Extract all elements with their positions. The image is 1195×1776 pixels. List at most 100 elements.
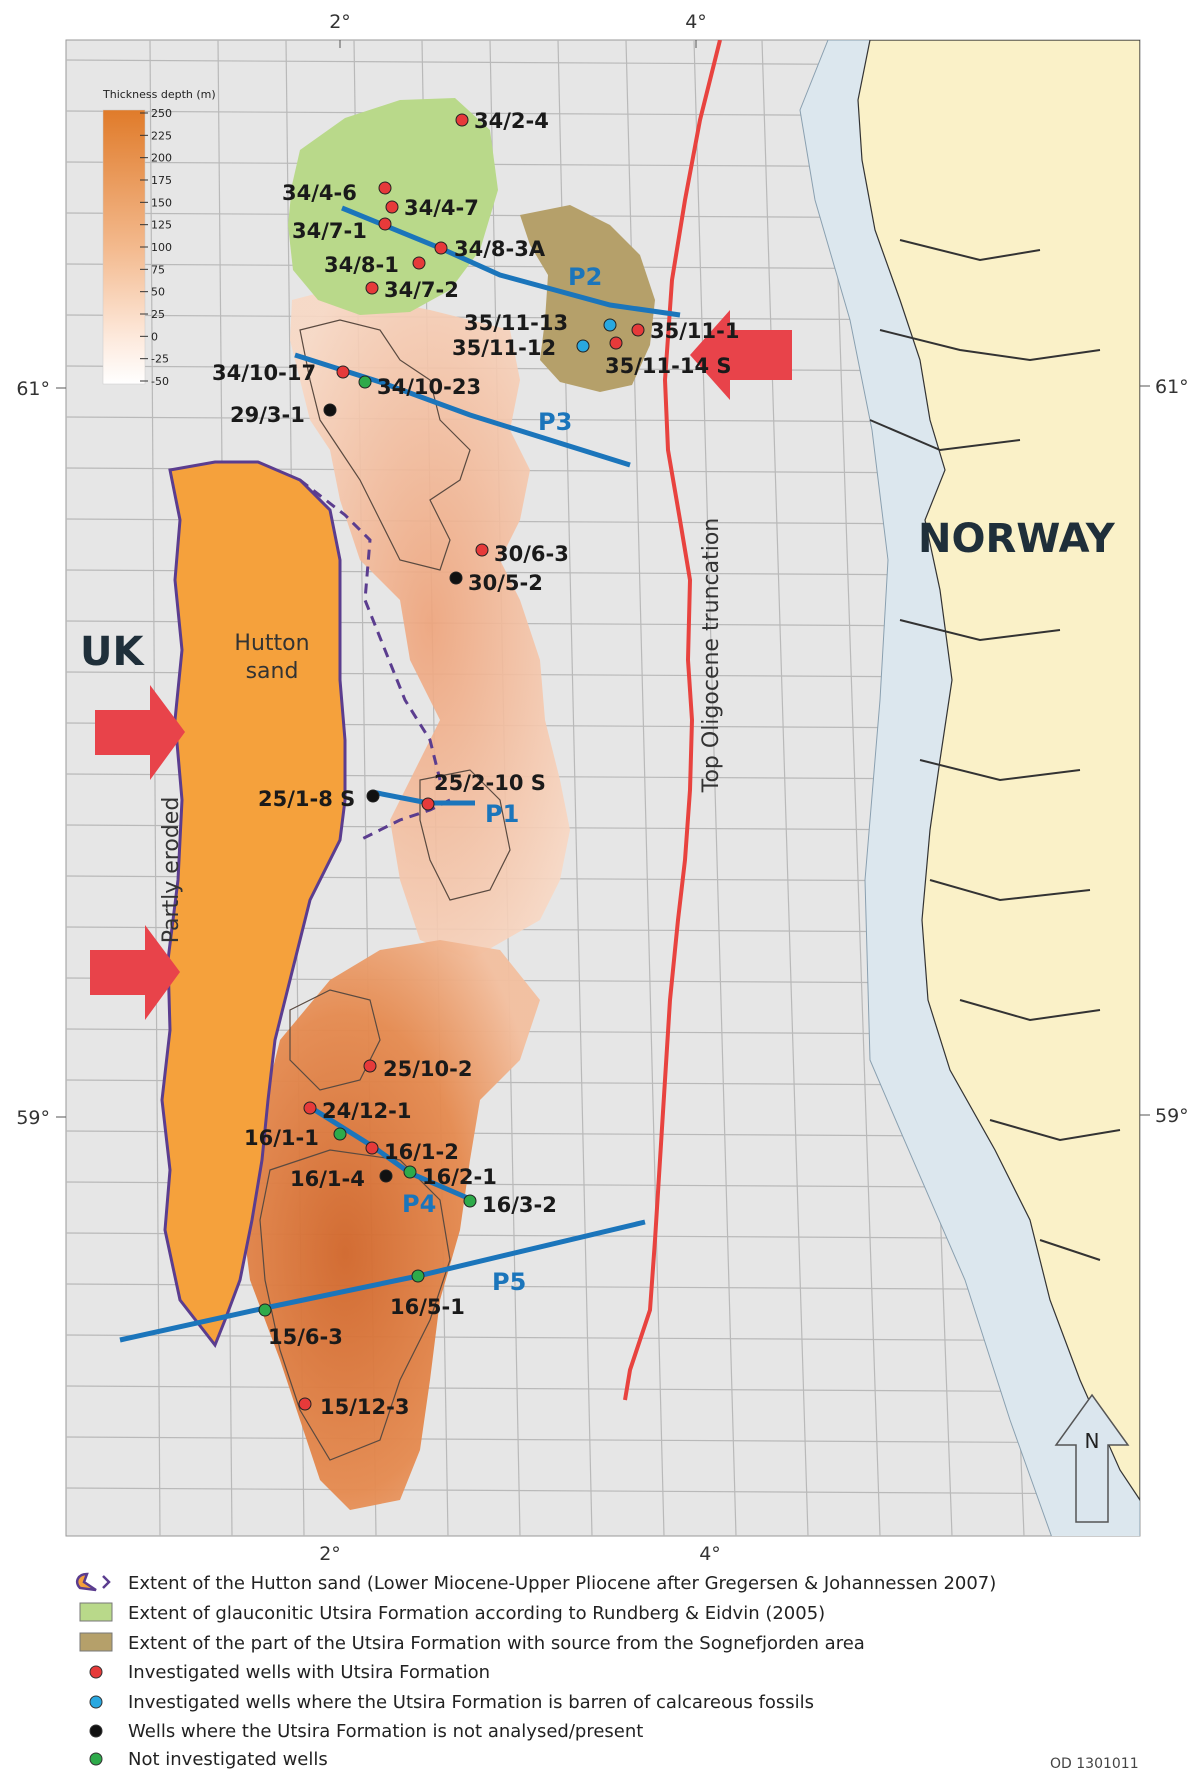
legend-text-glauconitic: Extent of glauconitic Utsira Formation a… xyxy=(128,1603,825,1624)
profile-label-p5: P5 xyxy=(492,1268,526,1296)
well-marker xyxy=(631,323,645,337)
well-label: 30/5-2 xyxy=(468,571,543,595)
profile-label-p4: P4 xyxy=(402,1190,436,1218)
legend-item-glauconitic: Extent of glauconitic Utsira Formation a… xyxy=(79,1602,825,1624)
arrow-from-uk-upper xyxy=(95,685,185,780)
colorbar-tick-label: 0 xyxy=(151,330,158,343)
colorbar-title: Thickness depth (m) xyxy=(102,88,216,101)
well-marker xyxy=(603,318,617,332)
legend-item-barren-wells: Investigated wells where the Utsira Form… xyxy=(89,1692,814,1713)
fjord-line xyxy=(899,239,1041,262)
well-marker xyxy=(365,1141,379,1155)
well-marker xyxy=(412,256,426,270)
colorbar-tick-label: 125 xyxy=(151,219,172,232)
hutton-dashed-boundary xyxy=(299,478,451,842)
grid-line xyxy=(693,40,737,1536)
grid-line xyxy=(829,40,881,1536)
fjords xyxy=(869,239,1121,1261)
well-marker xyxy=(323,403,337,417)
legend-sognefjorden-swatch xyxy=(79,1632,113,1652)
well-label: 30/6-3 xyxy=(494,542,569,566)
legend: Extent of the Hutton sand (Lower Miocene… xyxy=(75,1572,996,1770)
grid-line xyxy=(66,1283,1140,1291)
legend-item-not-investigated-wells: Not investigated wells xyxy=(89,1749,328,1770)
well-label: 34/7-2 xyxy=(384,278,459,302)
north-arrow-label: N xyxy=(1085,1429,1100,1453)
colorbar-tick-label: 225 xyxy=(151,129,172,142)
wells: 34/2-4 34/4-6 34/4-7 34/7-1 34/8-3A 34/8-134/… xyxy=(212,109,739,1419)
colorbar-tick-label: 250 xyxy=(151,107,172,120)
norway-label: NORWAY xyxy=(918,516,1116,562)
well-marker xyxy=(609,336,623,350)
right-tick-59: 59° xyxy=(1155,1105,1189,1127)
norway-land xyxy=(857,40,1140,1502)
colorbar-tick-label: 200 xyxy=(151,152,172,165)
well-label: 16/3-2 xyxy=(482,1193,557,1217)
grid-line xyxy=(66,1436,1140,1444)
top-tick-2: 2° xyxy=(329,11,351,33)
well-marker xyxy=(434,241,448,255)
grid-line xyxy=(66,1385,1140,1393)
well-label: 34/8-3A xyxy=(454,237,546,261)
legend-text-not-investigated-wells: Not investigated wells xyxy=(128,1749,328,1770)
profile-label-p1: P1 xyxy=(485,800,519,828)
profile-line-p3 xyxy=(294,352,631,468)
left-tick-59: 59° xyxy=(16,1107,50,1129)
legend-text-barren-wells: Investigated wells where the Utsira Form… xyxy=(128,1692,814,1713)
well-label: 16/1-2 xyxy=(384,1140,459,1164)
colorbar-ramp xyxy=(102,109,146,385)
thickness-south xyxy=(240,940,540,1510)
well-marker xyxy=(421,797,435,811)
fjord-line xyxy=(869,419,1021,452)
fjord-line xyxy=(929,879,1091,902)
well-label: 16/1-1 xyxy=(244,1126,319,1150)
hutton-sand-area xyxy=(160,460,347,1348)
well-label: 34/4-6 xyxy=(282,181,357,205)
profile-label-p2: P2 xyxy=(568,263,602,291)
grid-line xyxy=(66,1539,1140,1545)
well-label: 35/11-1 xyxy=(650,319,739,343)
well-label: 34/2-4 xyxy=(474,109,549,133)
well-label: 34/8-1 xyxy=(324,253,399,277)
legend-text-hutton: Extent of the Hutton sand (Lower Miocene… xyxy=(128,1573,996,1594)
profile-line-p5 xyxy=(119,1219,646,1343)
colorbar-tick-label: -50 xyxy=(151,375,169,388)
well-marker xyxy=(403,1165,417,1179)
grid-line xyxy=(761,40,809,1536)
well-marker xyxy=(455,113,469,127)
fjord-line xyxy=(989,1119,1121,1142)
bottom-tick-2: 2° xyxy=(319,1543,341,1565)
fjord-line xyxy=(919,759,1081,782)
well-label: 25/1-8 S xyxy=(258,787,355,811)
legend-glauconitic-swatch xyxy=(79,1602,113,1622)
well-marker xyxy=(363,1059,377,1073)
profile-line-p2 xyxy=(341,205,681,318)
well-label: 15/12-3 xyxy=(320,1395,409,1419)
thickness-colorbar: Thickness depth (m) 25022520017515012510… xyxy=(102,88,216,388)
well-marker xyxy=(298,1397,312,1411)
legend-item-not-analysed-wells: Wells where the Utsira Formation is not … xyxy=(89,1721,643,1742)
colorbar-tick-label: -25 xyxy=(151,353,169,366)
well-marker xyxy=(378,181,392,195)
colorbar-tick-label: 175 xyxy=(151,174,172,187)
grid-line xyxy=(66,1487,1140,1495)
hutton-label-line2: sand xyxy=(246,659,299,684)
left-tick-61: 61° xyxy=(16,378,50,400)
arrow-from-uk-lower xyxy=(90,925,180,1020)
well-marker xyxy=(258,1303,272,1317)
thickness-north xyxy=(290,290,570,960)
well-marker xyxy=(358,375,372,389)
well-marker xyxy=(379,1169,393,1183)
well-label: 34/7-1 xyxy=(292,219,367,243)
well-marker xyxy=(303,1101,317,1115)
well-marker xyxy=(411,1269,425,1283)
grid-line xyxy=(149,40,161,1536)
well-marker xyxy=(475,543,489,557)
well-label: 16/2-1 xyxy=(422,1165,497,1189)
well-label: 25/10-2 xyxy=(383,1057,472,1081)
well-label: 34/4-7 xyxy=(404,196,479,220)
legend-text-not-analysed-wells: Wells where the Utsira Formation is not … xyxy=(128,1721,643,1742)
well-label: 16/1-4 xyxy=(290,1167,365,1191)
well-marker xyxy=(333,1127,347,1141)
